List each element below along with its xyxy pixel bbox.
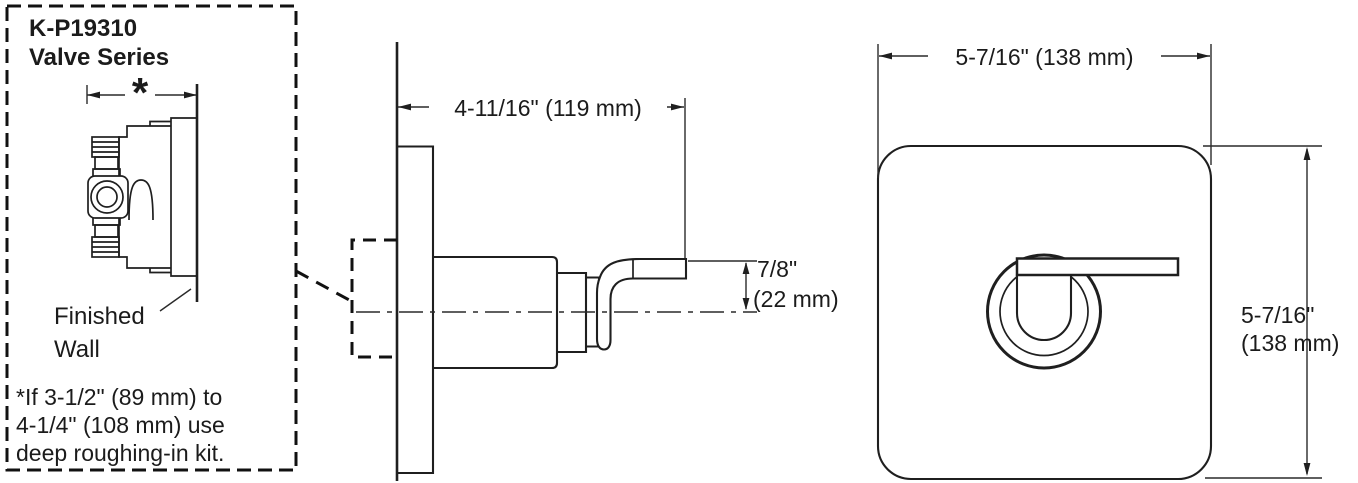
- valve-cartridge-arch: [128, 179, 154, 221]
- height-dimension-label-line2: (138 mm): [1241, 330, 1340, 356]
- roughing-kit-note-line1: *If 3-1/2" (89 mm) to: [16, 384, 223, 410]
- finished-wall-label-line2: Wall: [54, 336, 100, 363]
- height-dim-arrow-up: [1303, 147, 1311, 160]
- height-dimension-label-line1: 5-7/16": [1241, 302, 1315, 328]
- finished-wall-label-line1: Finished: [54, 303, 145, 330]
- inset-title-line2: Valve Series: [29, 44, 170, 71]
- side-escutcheon-plate: [397, 145, 435, 475]
- handle-offset-arrow-up: [742, 262, 750, 274]
- width-dim-arrow-right: [1197, 52, 1210, 60]
- front-lever-handle: [1015, 257, 1180, 277]
- finished-wall-leader-line: [159, 288, 192, 312]
- roughing-kit-note-line2: 4-1/4" (108 mm) use: [16, 412, 225, 438]
- width-dim-arrow-left: [879, 52, 892, 60]
- inset-dim-arrow-right: [184, 91, 197, 99]
- inset-panel-linework: [5, 4, 298, 472]
- width-dimension-label: 5-7/16" (138 mm): [928, 44, 1161, 72]
- side-trim-sleeve: [433, 255, 559, 370]
- front-hub-outer-ring: [986, 253, 1102, 370]
- handle-offset-label-line1: 7/8": [757, 256, 798, 282]
- rough-in-valve-section: [87, 117, 197, 277]
- inset-title-line1: K-P19310: [29, 15, 138, 42]
- front-view-linework: [876, 44, 1322, 481]
- side-view-linework: [295, 42, 757, 481]
- valve-port-inner-circle: [96, 186, 118, 208]
- depth-dim-arrow-left: [398, 103, 411, 111]
- valve-port-boss: [87, 175, 129, 219]
- depth-asterisk-symbol: *: [125, 72, 155, 114]
- rough-in-valve-dashed-outline: [350, 238, 397, 359]
- roughing-kit-note-line3: deep roughing-in kit.: [16, 440, 225, 466]
- inset-dashed-border: [5, 4, 298, 472]
- handle-offset-label-line2: (22 mm): [753, 286, 839, 312]
- depth-dim-arrow-right: [671, 103, 684, 111]
- handle-offset-arrow-down: [742, 298, 750, 310]
- height-dim-arrow-down: [1303, 463, 1311, 476]
- side-lever-handle: [595, 257, 688, 351]
- valve-port-outer-circle: [90, 180, 124, 214]
- inset-dim-arrow-left: [87, 91, 100, 99]
- inset-leader-dashed-line: [295, 269, 352, 303]
- front-escutcheon-plate: [876, 144, 1213, 481]
- depth-dimension-label: 4-11/16" (119 mm): [429, 95, 667, 123]
- front-lever-stem: [1015, 274, 1073, 342]
